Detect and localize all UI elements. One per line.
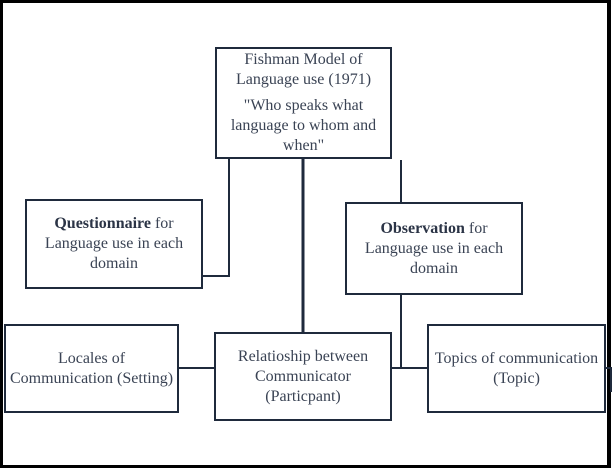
topics-box: Topics of communication (Topic) [427, 324, 606, 413]
locales-box: Locales of Communication (Setting) [4, 324, 179, 413]
questionnaire-box: Questionnaire for Language use in each d… [25, 199, 203, 289]
questionnaire-text: Questionnaire for Language use in each d… [27, 214, 201, 274]
fishman-quote: "Who speaks what language to whom and wh… [230, 97, 377, 154]
observation-bold: Observation [380, 219, 465, 237]
topics-text: Topics of communication (Topic) [434, 349, 599, 387]
observation-rest: for Language use in each domain [364, 219, 504, 277]
observation-box: Observation for Language use in each dom… [345, 202, 523, 295]
fishman-model-box: Fishman Model of Language use (1971) "Wh… [215, 47, 392, 159]
questionnaire-bold: Questionnaire [54, 215, 151, 232]
relationship-box: Relatioship between Communicator (Partic… [214, 332, 392, 421]
locales-text: Locales of Communication (Setting) [9, 349, 174, 387]
observation-text: Observation for Language use in each dom… [347, 219, 521, 279]
connector-fishman-questionnaire [202, 158, 230, 277]
fishman-title: Fishman Model of Language use (1971) [235, 51, 372, 88]
questionnaire-rest: for Language use in each domain [44, 215, 184, 272]
relationship-text: Relatioship between Communicator (Partic… [237, 347, 369, 405]
